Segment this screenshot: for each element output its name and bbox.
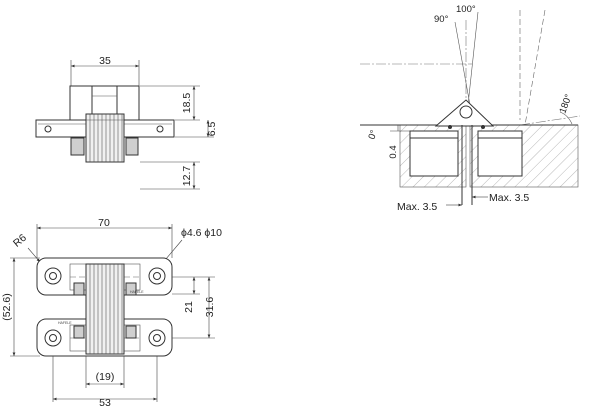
side-view: 35 bbox=[35, 55, 218, 190]
dim-height-top-label: 18.5 bbox=[181, 93, 193, 114]
dim-gap-label: 21 bbox=[183, 301, 195, 313]
dim-inner-label: 31.6 bbox=[204, 297, 216, 318]
dim-radius-label: R6 bbox=[11, 232, 29, 250]
pivot bbox=[459, 105, 473, 119]
screw-left bbox=[70, 137, 85, 156]
angle-100-label: 100° bbox=[456, 4, 476, 15]
dim-bottom-label: 53 bbox=[99, 397, 111, 408]
angle-90-label: 90° bbox=[434, 14, 449, 25]
brand-label-1: HAFELE bbox=[130, 290, 144, 294]
gear-stack bbox=[85, 113, 125, 163]
dim-plate-label: 6.5 bbox=[206, 122, 218, 137]
plate-hole-left bbox=[44, 125, 52, 133]
angle-0-label: 0° bbox=[366, 129, 380, 141]
top-view: 70 R6 ϕ4.6 ϕ10 bbox=[1, 217, 222, 408]
brand-label-2: HAFELE bbox=[58, 321, 72, 325]
plate-hole-right bbox=[156, 125, 164, 133]
hinge-arm bbox=[434, 99, 495, 127]
screw-right bbox=[125, 137, 139, 156]
motion-view: 90° 100° 180° 0° 0.4 Max. 3.5 bbox=[360, 4, 581, 213]
dim-length-label: 70 bbox=[98, 217, 110, 229]
dim-total-height-label: (52.6) bbox=[1, 293, 13, 320]
angle-180-label: 180° bbox=[557, 93, 574, 115]
dim-recess-label: 0.4 bbox=[388, 145, 399, 158]
dim-width-label: 35 bbox=[99, 55, 111, 67]
side-dims-right: 18.5 6.5 12.7 bbox=[140, 85, 218, 190]
gear-body: HAFELE HAFELE bbox=[58, 263, 144, 355]
dim-body-width-label: (19) bbox=[96, 371, 115, 383]
dim-holes-label: ϕ4.6 ϕ10 bbox=[181, 227, 222, 239]
dim-height-bottom-label: 12.7 bbox=[181, 166, 193, 187]
dim-max-right-label: Max. 3.5 bbox=[489, 192, 529, 204]
dim-width-35: 35 bbox=[70, 55, 140, 86]
dim-max-left-label: Max. 3.5 bbox=[397, 201, 437, 213]
